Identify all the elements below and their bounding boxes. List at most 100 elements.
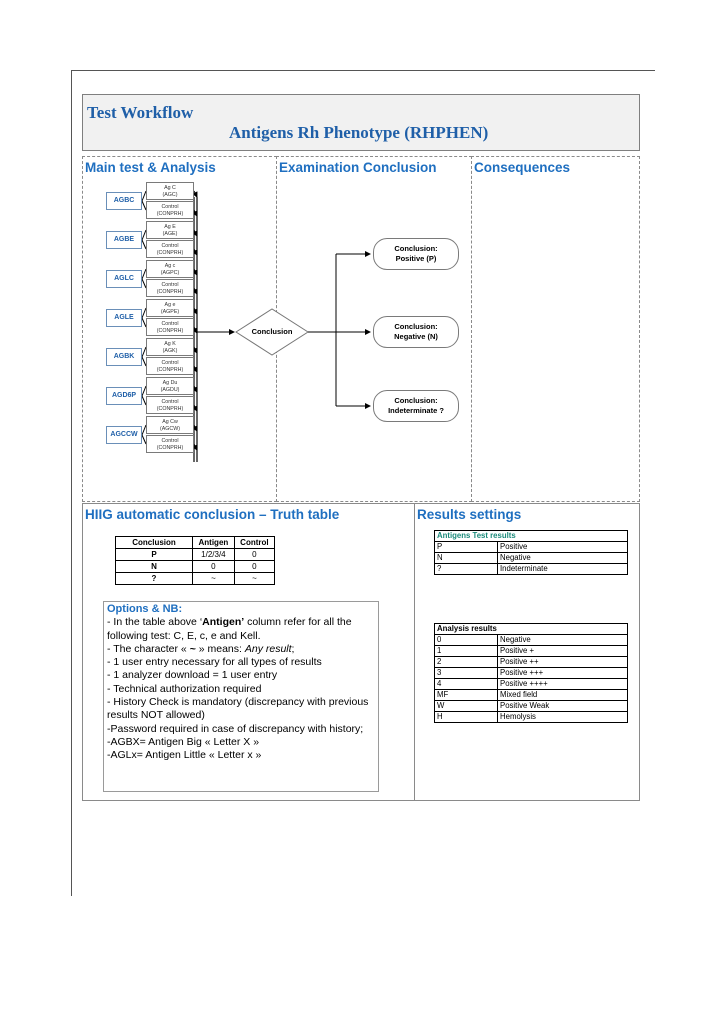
- result-code: P: [434, 541, 498, 553]
- control-sub-box: Control(CONPRH): [146, 201, 194, 219]
- antigen-sub-box-line: (AGDU): [160, 387, 180, 393]
- truth-header: Control: [233, 536, 276, 549]
- truth-cell: P: [115, 548, 193, 561]
- control-sub-box-line: Control: [161, 282, 179, 288]
- conclusion-indeterminate-label: Conclusion: Indeterminate ?: [388, 396, 444, 415]
- antigen-sub-box-line: Ag c: [164, 263, 176, 269]
- control-sub-box-line: (CONPRH): [156, 445, 184, 451]
- control-sub-box-line: (CONPRH): [156, 250, 184, 256]
- options-line: -AGBX= Antigen Big « Letter X »: [107, 735, 260, 748]
- options-line-character: - The character « ~ » means: Any result;: [107, 642, 295, 655]
- control-sub-box-line: Control: [161, 360, 179, 366]
- connector-line: [141, 268, 147, 280]
- header-subtitle: Antigens Rh Phenotype (RHPHEN): [229, 123, 489, 142]
- antigen-sub-box-line: Ag E: [164, 224, 176, 230]
- truth-cell: 0: [192, 560, 235, 573]
- antigen-sub-box-line: (AGE): [162, 231, 178, 237]
- test-code-box: AGBK: [106, 348, 142, 366]
- connector-line: [141, 278, 147, 289]
- truth-cell: 0: [233, 560, 276, 573]
- control-sub-box: Control(CONPRH): [146, 240, 194, 258]
- control-sub-box-line: Control: [161, 399, 179, 405]
- test-code-box: AGBE: [106, 231, 142, 249]
- result-label: Positive: [497, 541, 628, 553]
- truth-cell: ?: [115, 572, 193, 585]
- main-test-title: Main test & Analysis: [85, 160, 216, 175]
- result-label: Positive ++: [497, 656, 628, 668]
- result-label: Hemolysis: [497, 711, 628, 723]
- control-sub-box-line: (CONPRH): [156, 211, 184, 217]
- result-code: 4: [434, 678, 498, 690]
- truth-cell: N: [115, 560, 193, 573]
- antigen-sub-box-line: Ag C: [164, 185, 176, 191]
- antigen-sub-box: Ag C(AGC): [146, 182, 194, 200]
- antigen-sub-box-line: (AGK): [162, 348, 178, 354]
- truth-cell: 1/2/3/4: [192, 548, 235, 561]
- result-code: 2: [434, 656, 498, 668]
- connector-line: [141, 346, 147, 358]
- control-sub-box-line: Control: [161, 321, 179, 327]
- control-sub-box-line: (CONPRH): [156, 367, 184, 373]
- test-code-box: AGCCW: [106, 426, 142, 444]
- result-label: Positive Weak: [497, 700, 628, 712]
- antigen-sub-box-line: Ag Du: [162, 380, 178, 386]
- control-sub-box: Control(CONPRH): [146, 318, 194, 336]
- antigen-sub-box: Ag K(AGK): [146, 338, 194, 356]
- page-left-rule: [71, 70, 72, 896]
- result-label: Mixed field: [497, 689, 628, 701]
- conclusion-negative-label: Conclusion: Negative (N): [394, 322, 438, 341]
- antigen-sub-box: Ag Cw(AGCW): [146, 416, 194, 434]
- workflow-header: Test Workflow Antigens Rh Phenotype (RHP…: [82, 94, 640, 151]
- control-sub-box: Control(CONPRH): [146, 435, 194, 453]
- options-line: -AGLx= Antigen Little « Letter x »: [107, 749, 262, 762]
- results-panel: [414, 503, 640, 801]
- antigen-sub-box: Ag c(AGPC): [146, 260, 194, 278]
- options-title: Options & NB:: [107, 603, 183, 615]
- control-sub-box-line: (CONPRH): [156, 289, 184, 295]
- consequences-title: Consequences: [474, 160, 571, 175]
- exam-conclusion-title: Examination Conclusion: [279, 160, 437, 175]
- result-code: MF: [434, 689, 498, 701]
- conclusion-indeterminate: Conclusion: Indeterminate ?: [373, 390, 459, 422]
- antigen-sub-box-line: (AGPE): [160, 309, 180, 315]
- antigen-sub-box: Ag E(AGE): [146, 221, 194, 239]
- result-code: 1: [434, 645, 498, 657]
- test-code-box: AGLE: [106, 309, 142, 327]
- truth-header: Antigen: [192, 536, 235, 549]
- control-sub-box: Control(CONPRH): [146, 396, 194, 414]
- result-code: 0: [434, 634, 498, 646]
- options-line: - Technical authorization required: [107, 682, 262, 695]
- options-line: - 1 analyzer download = 1 user entry: [107, 669, 278, 682]
- control-sub-box-line: (CONPRH): [156, 328, 184, 334]
- connector-line: [141, 395, 147, 406]
- result-label: Positive +++: [497, 667, 628, 679]
- options-line: - 1 user entry necessary for all types o…: [107, 656, 322, 669]
- result-label: Negative: [497, 552, 628, 564]
- test-code-box: AGD6P: [106, 387, 142, 405]
- analysis-results-title: Analysis results: [434, 623, 628, 635]
- results-title: Results settings: [417, 507, 522, 522]
- connector-line: [141, 239, 147, 250]
- options-line-antigen: - In the table above ‘Antigen’ column re…: [107, 616, 352, 642]
- result-code: H: [434, 711, 498, 723]
- antigens-results-title: Antigens Test results: [434, 530, 628, 542]
- truth-title: HIIG automatic conclusion – Truth table: [85, 507, 340, 522]
- result-label: Positive +: [497, 645, 628, 657]
- result-code: N: [434, 552, 498, 564]
- conclusion-positive: Conclusion: Positive (P): [373, 238, 459, 270]
- test-code-box: AGLC: [106, 270, 142, 288]
- control-sub-box-line: Control: [161, 243, 179, 249]
- antigen-sub-box-line: (AGCW): [159, 426, 180, 432]
- connector-line: [141, 434, 147, 445]
- truth-cell: ~: [233, 572, 276, 585]
- control-sub-box: Control(CONPRH): [146, 279, 194, 297]
- result-label: Indeterminate: [497, 563, 628, 575]
- result-code: W: [434, 700, 498, 712]
- connector-line: [192, 190, 198, 198]
- antigen-sub-box-line: Ag e: [164, 302, 176, 308]
- connector-line: [141, 190, 147, 202]
- antigen-sub-box-line: (AGPC): [160, 270, 180, 276]
